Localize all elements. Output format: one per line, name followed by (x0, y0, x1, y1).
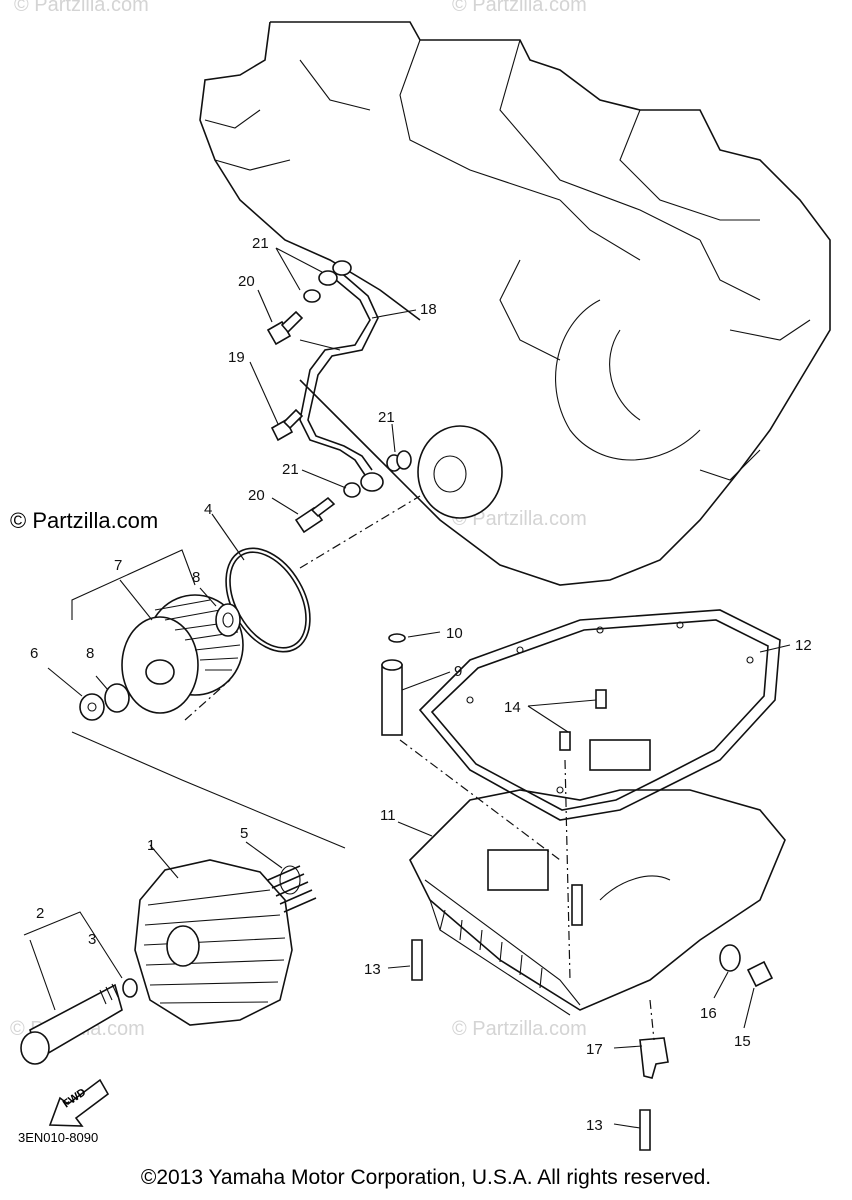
callout-20-lower: 20 (248, 487, 265, 504)
callout-11: 11 (380, 807, 396, 824)
watermark-top-right: © Partzilla.com (452, 0, 587, 16)
washer-8-lower (104, 683, 130, 713)
watermark-bottom-right: © Partzilla.com (452, 1018, 587, 1040)
watermark-top-left: © Partzilla.com (14, 0, 149, 16)
watermark-mid: © Partzilla.com (452, 508, 587, 530)
callout-8-lower: 8 (86, 645, 94, 662)
relief-spring (267, 865, 317, 913)
union-bolt (20, 978, 138, 1065)
washer-6 (79, 693, 105, 721)
filter-cover (134, 859, 293, 1026)
drain-plug (746, 960, 774, 988)
callout-3: 3 (88, 931, 96, 948)
pan-bolt-b (639, 1109, 651, 1151)
pan-bolt-a (411, 939, 423, 981)
callout-12: 12 (795, 637, 812, 654)
dowel-pin-a (595, 689, 607, 709)
copyright-notice: ©2013 Yamaha Motor Corporation, U.S.A. A… (140, 1166, 712, 1189)
callout-16: 16 (700, 1005, 717, 1022)
leader-lines (23, 247, 791, 1129)
oil-pipe (299, 269, 379, 476)
fwd-arrow: FWD (48, 1078, 110, 1127)
callout-5: 5 (240, 825, 248, 842)
callout-13-lower: 13 (586, 1117, 603, 1134)
callout-2: 2 (36, 905, 44, 922)
callouts: 1 2 3 4 5 6 7 8 8 9 10 11 12 13 13 14 15… (30, 235, 812, 1134)
callout-19: 19 (228, 349, 245, 366)
callout-7: 7 (114, 557, 122, 574)
callout-21-top: 21 (252, 235, 269, 252)
callout-1: 1 (147, 837, 155, 854)
callout-9: 9 (454, 663, 462, 680)
callout-14: 14 (504, 699, 521, 716)
engine-block (199, 21, 831, 586)
callout-21-left: 21 (282, 461, 299, 478)
washer-8-upper (215, 603, 241, 637)
callout-21-right: 21 (378, 409, 395, 426)
bracket (639, 1037, 669, 1079)
dowel-pin-b (559, 731, 571, 751)
watermark-side: © Partzilla.com (10, 508, 159, 533)
callout-20-upper: 20 (238, 273, 255, 290)
callout-17: 17 (586, 1041, 603, 1058)
oil-pan (409, 609, 786, 1016)
callout-6: 6 (30, 645, 38, 662)
reference-code: 3EN010-8090 (18, 1130, 99, 1145)
union-bolts (266, 260, 412, 534)
strainer (381, 633, 406, 736)
callout-15: 15 (734, 1033, 751, 1050)
callout-13-upper: 13 (364, 961, 381, 978)
callout-10: 10 (446, 625, 463, 642)
drain-gasket (719, 944, 741, 972)
callout-4: 4 (204, 501, 212, 518)
callout-18: 18 (420, 301, 437, 318)
callout-8-upper: 8 (192, 569, 200, 586)
